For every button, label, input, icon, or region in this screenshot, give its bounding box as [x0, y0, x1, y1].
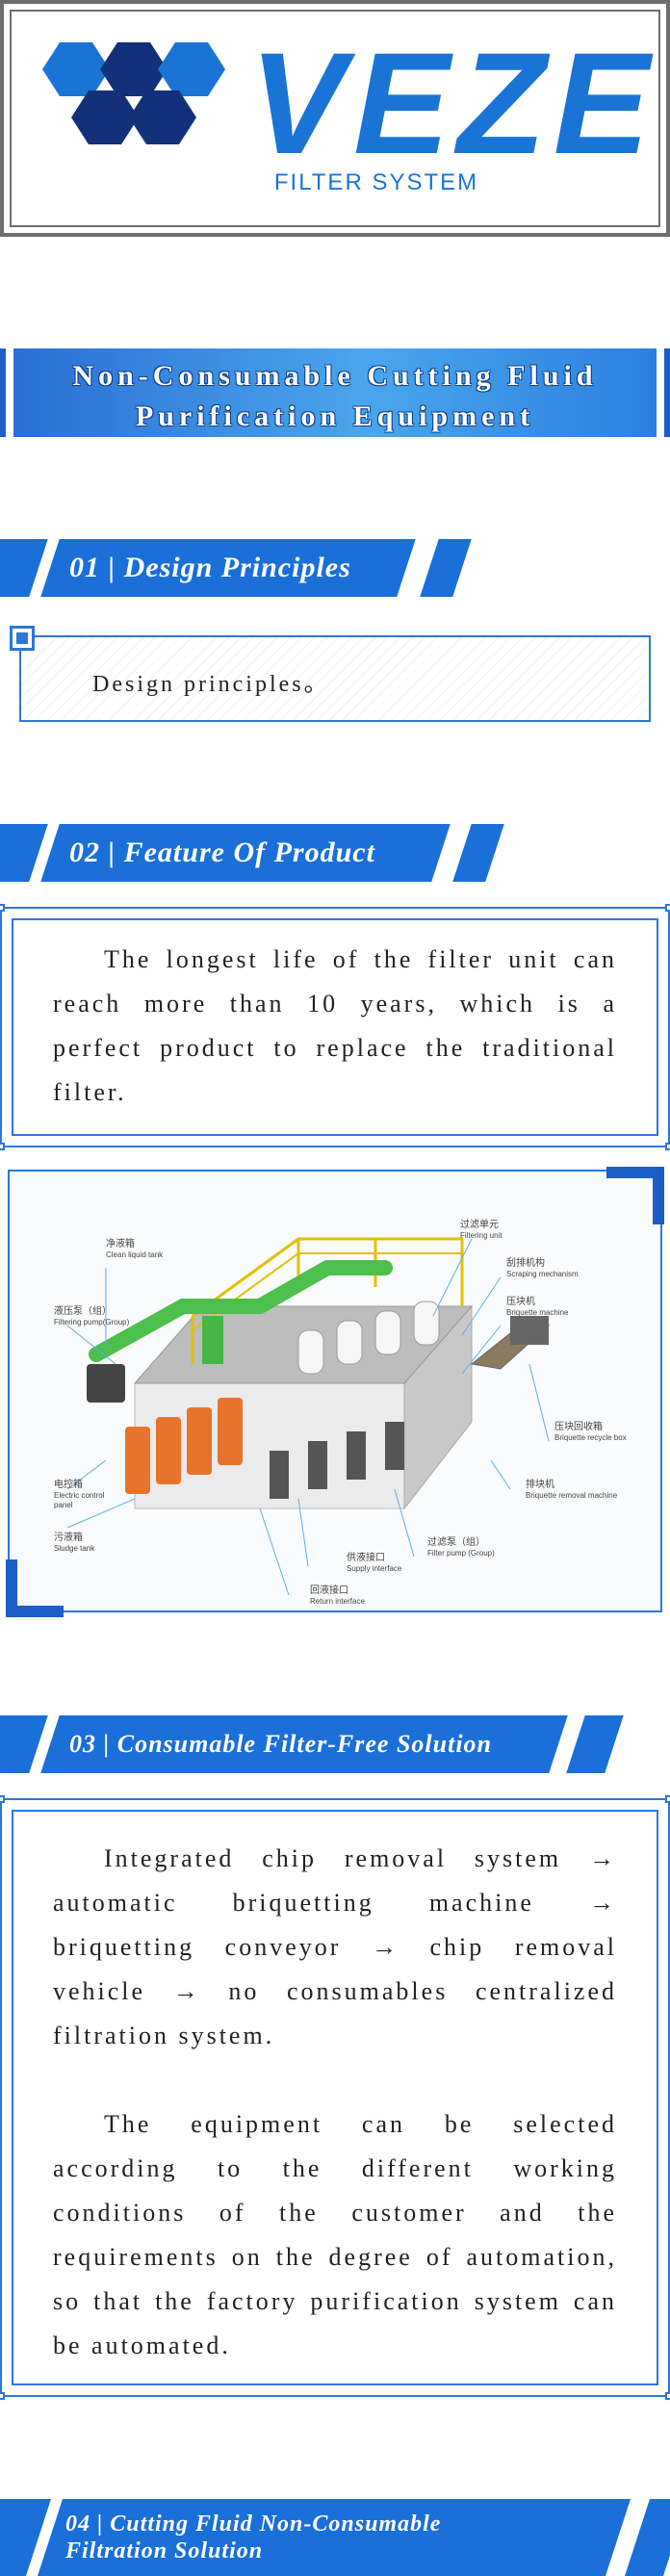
page-title: Non-Consumable Cutting Fluid Purificatio…: [13, 356, 657, 437]
frame-corner-bottom-left: [6, 1559, 64, 1617]
callout-supply: 供液接口 Supply interface: [347, 1553, 402, 1573]
corner-square-icon: [0, 904, 5, 912]
header-lead-block: [0, 1715, 48, 1773]
callout-electric-panel: 电控箱 Electric control panel: [54, 1480, 105, 1509]
callout-sludge-tank: 污液箱 Sludge tank: [54, 1533, 95, 1553]
corner-square-icon: [0, 1143, 5, 1150]
design-principles-box: Design principles。: [19, 635, 651, 722]
solution-box: Integrated chip removal system → automat…: [0, 1795, 670, 2400]
callout-clean-tank: 净液箱 Clean liquid tank: [106, 1239, 164, 1259]
section-header-04: 04 | Cutting Fluid Non-Consumable Filtra…: [0, 2499, 670, 2576]
section-title-03: 03 | Consumable Filter-Free Solution: [69, 1730, 493, 1758]
hexagon-logo-icon: [42, 42, 225, 144]
equipment-diagram: 净液箱 Clean liquid tank 液压泵（组） Filtering p…: [8, 1170, 662, 1612]
header-lead-block: [0, 539, 48, 597]
section-header-03: 03 | Consumable Filter-Free Solution: [0, 1715, 635, 1773]
section-header-01: 01 | Design Principles: [0, 539, 481, 597]
corner-square-icon: [10, 626, 35, 651]
design-principles-text: Design principles。: [92, 672, 330, 697]
corner-square-icon: [665, 1795, 670, 1803]
solution-paragraph-1: Integrated chip removal system → automat…: [53, 1844, 617, 2049]
banner-gradient: [13, 348, 657, 437]
section-header-02: 02 | Feature Of Product: [0, 824, 510, 882]
brand-name: VEZE: [249, 22, 657, 184]
callout-filter-pump: 过滤泵（组） Filter pump (Group): [427, 1537, 495, 1558]
header-tail-block: [452, 824, 504, 882]
header-tail-block: [566, 1715, 624, 1773]
page-title-banner: Non-Consumable Cutting Fluid Purificatio…: [0, 348, 670, 437]
callout-briquette-machine: 压块机 Briquette machine: [506, 1297, 569, 1317]
corner-square-icon: [0, 1795, 5, 1803]
feature-box: The longest life of the filter unit can …: [0, 904, 670, 1150]
section-title-01: 01 | Design Principles: [69, 552, 351, 583]
corner-square-icon: [665, 904, 670, 912]
callout-filtering-pump: 液压泵（组） Filtering pump(Group): [54, 1306, 130, 1327]
header-tail-block: [420, 539, 472, 597]
banner-right-bar: [664, 348, 670, 437]
callout-scraping: 刮排机构 Scraping mechanism: [506, 1258, 579, 1278]
page-title-line2: Purification Equipment: [135, 400, 535, 432]
corner-square-icon: [665, 1143, 670, 1150]
solution-box-inner: [12, 1810, 658, 2385]
header-lead-block: [0, 824, 48, 882]
solution-paragraph-2: The equipment can be selected according …: [53, 2110, 617, 2359]
equipment-illustration: [66, 1237, 551, 1596]
callout-filtering-unit: 过滤单元 Filtering unit: [460, 1220, 502, 1240]
frame-corner-top-right: [606, 1167, 664, 1224]
logo-box: VEZE FILTER SYSTEM: [0, 0, 670, 237]
banner-left-bar: [0, 348, 6, 437]
callout-return: 回液接口 Return interface: [310, 1585, 365, 1606]
callout-removal-machine: 排块机 Briquette removal machine: [526, 1480, 618, 1500]
brand-subtitle: FILTER SYSTEM: [273, 169, 479, 195]
page-title-line1: Non-Consumable Cutting Fluid: [72, 360, 598, 392]
callout-recycle-box: 压块回收箱 Briquette recycle box: [554, 1422, 627, 1442]
section-title-04: 04 | Cutting Fluid Non-Consumable Filtra…: [65, 2512, 442, 2563]
header-tail-block: [625, 2499, 670, 2576]
corner-square-icon: [665, 2392, 670, 2400]
corner-square-icon: [0, 2392, 5, 2400]
section-title-02: 02 | Feature Of Product: [69, 837, 375, 868]
feature-box-inner: [12, 918, 658, 1136]
feature-text: The longest life of the filter unit can …: [53, 945, 617, 1106]
